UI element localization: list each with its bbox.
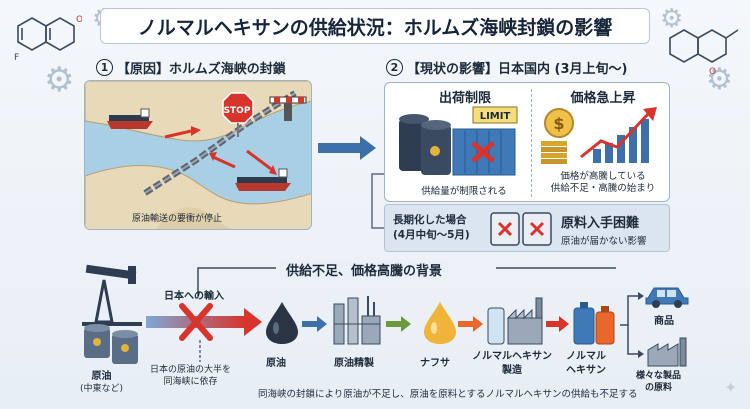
- oil-pump-icon: [82, 264, 142, 326]
- sparkle-icon: ✦: [724, 378, 738, 397]
- raw-material-shortage-title: 原料入手困難: [561, 216, 640, 231]
- flow-step-hexane-line-2: ヘキサン: [566, 365, 606, 376]
- blocked-import-arrow: [146, 303, 262, 341]
- raw-material-line-1: 様々な製品: [636, 371, 682, 381]
- background-heading: 供給不足、価格高騰の背景: [280, 260, 449, 279]
- raw-material-label: 様々な製品 の原料: [636, 370, 681, 394]
- import-label: 日本への輸入: [164, 291, 224, 302]
- page-title: ノルマルヘキサンの供給状況：ホルムズ海峡封鎖の影響: [100, 8, 650, 44]
- bar-chart-icon: [593, 119, 649, 163]
- red-arrow-icon: [164, 126, 277, 175]
- shipment-limit-caption: 供給量が制限される: [421, 186, 507, 197]
- price-surge-caption-line-2: 供給不足・高騰の始まり: [550, 183, 656, 194]
- section-2-title: 【現状の影響】日本国内 (3月上旬〜): [407, 62, 628, 77]
- dashed-connector: [199, 340, 201, 362]
- oil-pump-barrels-illustration: [82, 264, 142, 364]
- price-surge-title: 価格急上昇: [570, 91, 636, 106]
- tanker-ship-icon: [235, 168, 291, 191]
- section-1-label: 1 【原因】ホルムズ海峡の封鎖: [96, 58, 286, 77]
- prolonged-scenario-panel: 長期化した場合 (4月中旬〜5月) 原料入手困難 原油が届かない影響: [384, 204, 670, 252]
- footer-note: 同海峡の封鎖により原油が不足し、原油を原料とするノルマルヘキサンの供給も不足する: [258, 389, 638, 400]
- oil-barrel-icon: [84, 324, 138, 364]
- raw-material-line-2: の原料: [645, 383, 673, 393]
- hexane-canisters-icon: [573, 302, 615, 345]
- car-icon: [645, 287, 689, 308]
- flow-step-crude-oil: 原油: [266, 358, 286, 369]
- svg-text:$: $: [553, 114, 564, 133]
- limit-tag-icon: LIMIT: [472, 106, 518, 124]
- chemical-structure-right-icon: O: [669, 29, 739, 76]
- dependency-caption: 日本の原油の大半を 同海峡に依存: [150, 364, 231, 388]
- crude-origin-line-2: (中東など): [80, 384, 124, 394]
- svg-text:F: F: [14, 53, 19, 63]
- price-surge-caption: 価格が高騰している 供給不足・高騰の始まり: [535, 171, 671, 195]
- prolonged-line-1: 長期化した場合: [393, 214, 467, 226]
- factory-icon: [647, 337, 687, 367]
- strait-map: STOP: [84, 80, 312, 230]
- price-surge-illustration: $: [541, 107, 657, 164]
- section-1-caption: 原油輸送の要衝が停止: [132, 214, 223, 224]
- dependency-line-1: 日本の原油の大半を: [150, 365, 232, 375]
- svg-text:O: O: [76, 15, 82, 25]
- shipment-limit-title: 出荷制限: [438, 91, 491, 106]
- hexane-factory-icon: [487, 297, 543, 345]
- heading-bracket-line: [197, 267, 616, 296]
- price-surge-caption-line-1: 価格が高騰している: [560, 171, 646, 182]
- svg-text:O: O: [709, 67, 716, 76]
- flow-arrow-icon: [458, 316, 483, 332]
- oil-drum-icon: [399, 114, 451, 175]
- stop-sign-icon: [222, 92, 254, 137]
- naphtha-drop-icon: [424, 302, 456, 344]
- dependency-line-2: 同海峡に依存: [163, 377, 218, 387]
- flow-step-hexane-production-line-2: 製造: [502, 365, 522, 376]
- gear-icon: ⚙: [660, 4, 684, 34]
- flow-step-naphtha: ナフサ: [420, 358, 450, 369]
- section-1-number: 1: [96, 59, 113, 76]
- prolonged-line-2: (4月中旬〜5月): [393, 229, 470, 241]
- empty-tanks-icon: [490, 212, 552, 246]
- branch-bracket: [620, 292, 644, 358]
- right-arrow-icon: [318, 136, 376, 160]
- gear-icon: ⚙: [706, 62, 733, 97]
- flow-arrow-icon: [302, 316, 327, 332]
- crude-origin-label: 原油 (中東など): [80, 370, 123, 396]
- panel-divider: [531, 89, 532, 197]
- flow-step-hexane: ノルマル ヘキサン: [566, 350, 606, 378]
- gear-icon: ⚙: [44, 60, 75, 100]
- up-arrow-icon: [580, 107, 657, 159]
- crude-oil-drop-icon: [266, 302, 298, 344]
- prolonged-scenario-label: 長期化した場合 (4月中旬〜5月): [393, 213, 470, 243]
- chain-icon: [143, 90, 297, 196]
- flow-step-refining: 原油精製: [334, 358, 374, 369]
- section-2-number: 2: [386, 59, 403, 76]
- crude-origin-line-1: 原油: [91, 371, 112, 382]
- products-label: 商品: [654, 316, 674, 327]
- section-2-label: 2 【現状の影響】日本国内 (3月上旬〜): [386, 58, 627, 77]
- limit-tag-label: LIMIT: [480, 111, 511, 122]
- impact-panel: 出荷制限 LIMIT 供給量が制限される 価格急上昇 $: [384, 82, 670, 202]
- flow-step-hexane-production: ノルマルヘキサン 製造: [472, 350, 552, 378]
- strait-map-illustration: STOP: [85, 81, 311, 229]
- flow-arrow-icon: [546, 316, 569, 332]
- raw-material-shortage-caption: 原油が届かない影響: [561, 236, 647, 247]
- stop-sign-label: STOP: [224, 106, 251, 116]
- refinery-icon: [333, 296, 381, 345]
- section-1-title: 【原因】ホルムズ海峡の封鎖: [117, 62, 286, 77]
- tanker-ship-icon: [107, 108, 153, 129]
- coin-stack-icon: $: [541, 108, 574, 164]
- flow-step-hexane-line-1: ノルマル: [566, 351, 606, 362]
- chemical-structure-left-icon: F O: [14, 15, 82, 63]
- connector-line: [371, 173, 384, 229]
- flow-arrow-icon: [386, 316, 411, 332]
- oil-drums-container-illustration: LIMIT: [399, 106, 518, 176]
- flow-step-hexane-production-line-1: ノルマルヘキサン: [472, 351, 552, 362]
- shipping-container-icon: [452, 128, 516, 176]
- block-x-icon: [179, 303, 213, 341]
- barrier-icon: [269, 96, 307, 121]
